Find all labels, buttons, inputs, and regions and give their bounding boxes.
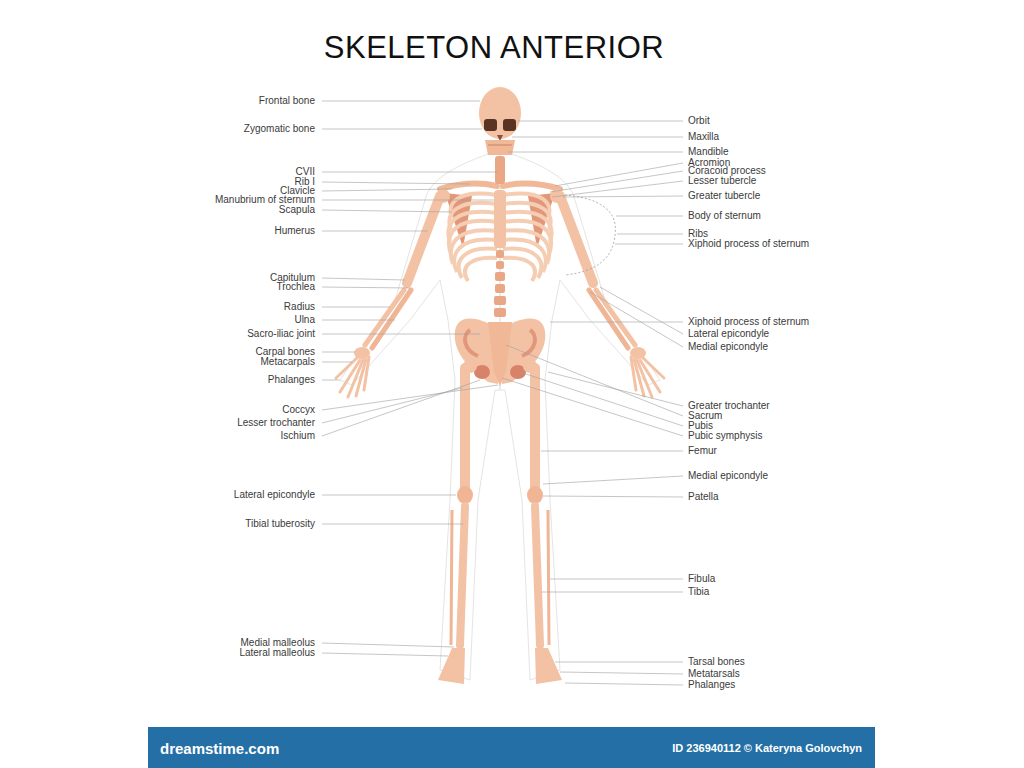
part-label: Coccyx — [282, 405, 315, 415]
part-label: Femur — [688, 446, 717, 456]
part-label: Tarsal bones — [688, 657, 745, 667]
part-label: Phalanges — [268, 375, 315, 385]
part-label: Lateral epicondyle — [688, 329, 769, 339]
part-label: Medial epicondyle — [688, 342, 768, 352]
leader-lines — [322, 101, 683, 685]
part-label: Xiphoid process of sternum — [688, 239, 809, 249]
part-label: Fibula — [688, 574, 715, 584]
part-label: CVII — [296, 167, 315, 177]
skull — [479, 87, 521, 155]
part-label: Carpal bones — [256, 347, 315, 357]
part-label: Medial malleolus — [241, 638, 315, 648]
footer-text: dreamstime.com — [160, 741, 279, 756]
part-label: Scapula — [279, 205, 315, 215]
part-label: Xiphoid process of sternum — [688, 317, 809, 327]
part-label: Phalanges — [688, 680, 735, 690]
part-label: Humerus — [274, 226, 315, 236]
part-label: Patella — [688, 492, 719, 502]
part-label: Medial epicondyle — [688, 471, 768, 481]
part-label: Pubis — [688, 421, 713, 431]
footer-bar — [148, 727, 875, 768]
part-label: Maxilla — [688, 132, 719, 142]
part-label: Manubrium of sternum — [215, 195, 315, 205]
part-label: Ischium — [281, 431, 315, 441]
bracket — [565, 195, 615, 275]
part-label: Sacrum — [688, 411, 722, 421]
part-label: Greater tubercle — [688, 191, 760, 201]
part-label: Trochlea — [276, 282, 315, 292]
part-label: Zygomatic bone — [244, 124, 315, 134]
part-label: Frontal bone — [259, 96, 315, 106]
part-label: Coracoid process — [688, 166, 766, 176]
part-label: Metatarsals — [688, 669, 740, 679]
part-label: Tibia — [688, 587, 709, 597]
part-label: Lateral epicondyle — [234, 490, 315, 500]
part-label: Greater trochanter — [688, 401, 770, 411]
skeleton-half — [336, 150, 500, 684]
part-label: Ribs — [688, 229, 708, 239]
part-label: Tibial tuberosity — [245, 519, 315, 529]
part-label: Lesser trochanter — [237, 418, 315, 428]
part-label: Lesser tubercle — [688, 176, 756, 186]
footer-text: ID 236940112 © Kateryna Golovchyn — [672, 743, 862, 754]
sternum — [494, 190, 506, 248]
part-label: Lateral malleolus — [239, 648, 315, 658]
part-label: Sacro-iliac joint — [247, 329, 315, 339]
part-label: Metacarpals — [261, 357, 315, 367]
part-label: Mandible — [688, 147, 729, 157]
part-label: Radius — [284, 302, 315, 312]
part-label: Ulna — [294, 315, 315, 325]
part-label: Orbit — [688, 116, 710, 126]
body-outline — [340, 150, 500, 680]
diagram-title: SKELETON ANTERIOR — [324, 30, 664, 66]
part-label: Body of sternum — [688, 211, 761, 221]
spine — [488, 156, 512, 386]
part-label: Pubic symphysis — [688, 431, 762, 441]
